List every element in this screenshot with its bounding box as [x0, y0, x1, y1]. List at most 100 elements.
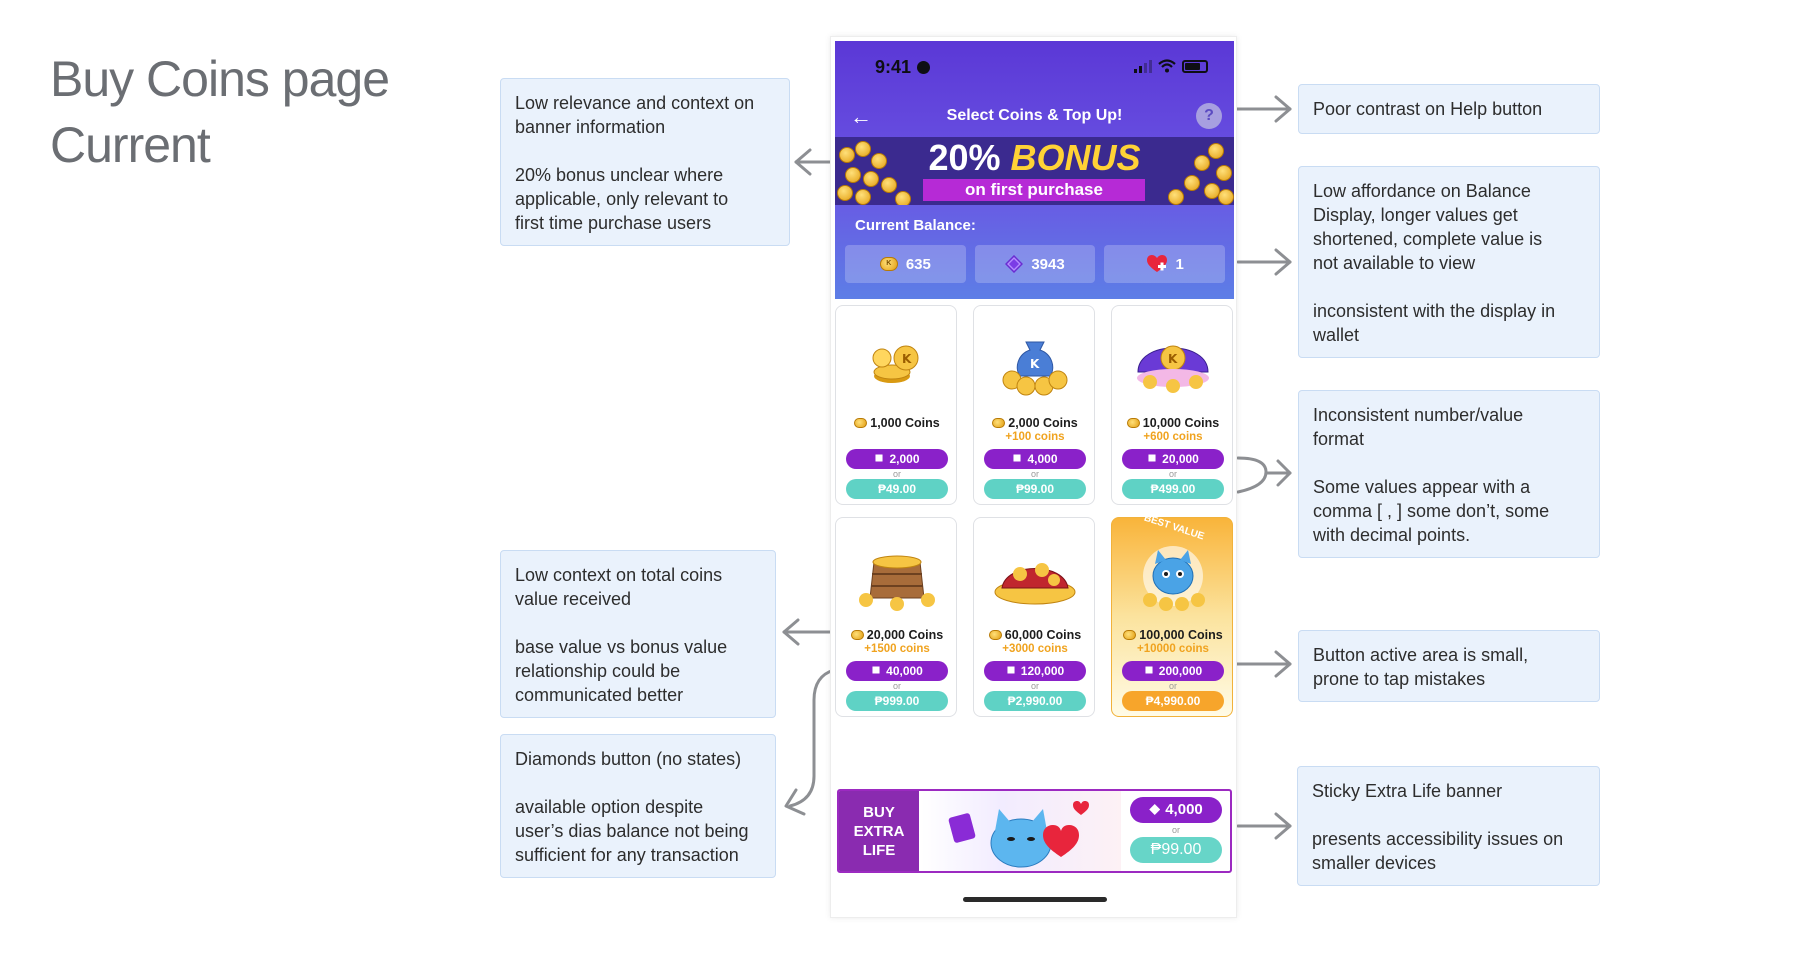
bonus-headline: 20% BONUS: [835, 137, 1234, 179]
pay-cash-button[interactable]: ₱99.00: [984, 479, 1086, 499]
note-balance: Low affordance on Balance Display, longe…: [1298, 166, 1600, 358]
note-format-heading: Inconsistent number/value format: [1313, 405, 1524, 449]
coin-pack-card[interactable]: K 10,000 Coins +600 coins 20,000 or ₱499…: [1111, 305, 1233, 505]
arrow-sticky: [1236, 812, 1292, 840]
coin-pack-card[interactable]: 60,000 Coins +3000 coins 120,000 or ₱2,9…: [973, 517, 1095, 717]
pack-coins-value: 100,000 Coins: [1139, 628, 1223, 642]
diamond-icon: [869, 663, 883, 677]
coin-icon: [854, 418, 868, 428]
note-tap: Button active area is small, prone to ta…: [1298, 630, 1600, 702]
note-balance-heading: Low affordance on Balance Display, longe…: [1313, 181, 1543, 273]
pack-bonus-label: +1500 coins: [864, 643, 930, 655]
or-separator: or: [1171, 825, 1180, 835]
note-balance-detail: inconsistent with the display in wallet: [1313, 301, 1556, 345]
pay-diamonds-button[interactable]: 20,000: [1122, 449, 1224, 469]
pay-diamonds-value: 20,000: [1162, 452, 1199, 466]
pay-diamonds-value: 120,000: [1020, 664, 1065, 678]
pay-diamonds-value: 200,000: [1158, 664, 1203, 678]
page-title-line-1: Buy Coins page: [50, 51, 390, 107]
coin-pack-card[interactable]: K 1,000 Coins 2,000 or ₱49.00: [835, 305, 957, 505]
extra-life-label: BUY EXTRA LIFE: [839, 791, 919, 871]
back-arrow-icon[interactable]: ←: [850, 104, 872, 129]
page-title: Buy Coins page Current: [50, 46, 390, 178]
note-diamonds: Diamonds button (no states) available op…: [500, 734, 776, 878]
pack-coins-value: 20,000 Coins: [866, 628, 944, 642]
coin-pack-card[interactable]: K 2,000 Coins +100 coins 4,000 or ₱99.00: [973, 305, 1095, 505]
diamond-icon: [1005, 255, 1024, 273]
pay-cash-button[interactable]: ₱49.00: [846, 479, 948, 499]
coin-icon: [988, 630, 1002, 640]
pay-cash-button[interactable]: ₱2,990.00: [984, 691, 1086, 711]
pay-diamonds-button[interactable]: 120,000: [984, 661, 1086, 681]
coin-icon: K: [879, 257, 898, 271]
balance-lives[interactable]: 1: [1104, 245, 1226, 283]
home-indicator: [963, 897, 1107, 902]
coin-bag-icon: K: [1002, 341, 1068, 396]
or-separator: or: [1030, 681, 1039, 691]
coin-icon: [992, 418, 1006, 428]
status-bar: 9:41: [835, 41, 1234, 81]
help-button[interactable]: ?: [1196, 103, 1222, 129]
extra-life-diamonds-value: 4,000: [1165, 801, 1203, 818]
diamond-icon: [1149, 804, 1161, 815]
pay-diamonds-button[interactable]: 200,000: [1122, 661, 1224, 681]
note-banner: Low relevance and context on banner info…: [500, 78, 790, 246]
pack-coins-label: 2,000 Coins: [974, 416, 1096, 430]
pay-diamonds-value: 2,000: [889, 452, 920, 466]
extra-life-banner: BUY EXTRA LIFE 4,000 or ₱99.00: [837, 789, 1232, 873]
nav-bar: ← Select Coins & Top Up! ?: [835, 97, 1234, 137]
pay-cash-button[interactable]: ₱999.00: [846, 691, 948, 711]
svg-text:K: K: [902, 352, 912, 366]
pack-bonus-label: +3000 coins: [1002, 643, 1068, 655]
or-separator: or: [892, 469, 901, 479]
coin-shell-icon: K: [1137, 345, 1209, 393]
pack-coins-value: 1,000 Coins: [870, 416, 940, 430]
pay-diamonds-value: 40,000: [886, 664, 923, 678]
heart-plus-icon: [1146, 255, 1167, 272]
note-banner-detail: 20% bonus unclear where applicable, only…: [515, 165, 729, 233]
pack-coins-label: 1,000 Coins: [836, 416, 958, 430]
arrow-balance: [1236, 248, 1292, 276]
extra-life-diamonds-button[interactable]: 4,000: [1130, 797, 1222, 823]
arrow-total: [782, 618, 838, 646]
bonus-subtitle: on first purchase: [923, 179, 1145, 201]
pay-cash-button[interactable]: ₱4,990.00: [1122, 691, 1224, 711]
pack-coins-label: 100,000 Coins: [1112, 628, 1234, 642]
coin-pack-card-best-value[interactable]: BEST VALUE 100,000 Coins +10000 coins 20…: [1111, 513, 1234, 717]
pay-diamonds-button[interactable]: 40,000: [846, 661, 948, 681]
nav-title: Select Coins & Top Up!: [946, 107, 1123, 124]
note-tap-heading: Button active area is small, prone to ta…: [1313, 645, 1529, 689]
diamond-icon: [1142, 663, 1156, 677]
svg-text:K: K: [1168, 352, 1178, 366]
extra-life-cash-button[interactable]: ₱99.00: [1130, 837, 1222, 863]
coin-icon: [850, 630, 864, 640]
balance-coins[interactable]: K 635: [845, 245, 966, 283]
pay-diamonds-button[interactable]: 4,000: [984, 449, 1086, 469]
pay-diamonds-value: 4,000: [1027, 452, 1058, 466]
note-format: Inconsistent number/value format Some va…: [1298, 390, 1600, 558]
pay-cash-button[interactable]: ₱499.00: [1122, 479, 1224, 499]
pack-coins-label: 20,000 Coins: [836, 628, 958, 642]
balance-diamonds[interactable]: 3943: [974, 245, 1096, 283]
status-time: 9:41: [875, 57, 912, 77]
or-separator: or: [892, 681, 901, 691]
pack-coins-value: 60,000 Coins: [1004, 628, 1082, 642]
note-total: Low context on total coins value receive…: [500, 550, 776, 718]
balance-lives-value: 1: [1175, 255, 1184, 273]
coin-barrel-icon: [859, 555, 935, 611]
coin-pile-right-icon: [1154, 137, 1234, 205]
bonus-percent: 20%: [928, 137, 1001, 178]
phone-screen: 9:41 ← Select Coins & Top Up! ?: [830, 36, 1237, 918]
note-help: Poor contrast on Help button: [1298, 84, 1600, 134]
pay-diamonds-button[interactable]: 2,000: [846, 449, 948, 469]
note-sticky: Sticky Extra Life banner presents access…: [1297, 766, 1600, 886]
note-format-detail: Some values appear with a comma [ , ] so…: [1313, 477, 1550, 545]
diamond-icon: [1010, 451, 1024, 465]
pack-coins-value: 10,000 Coins: [1142, 416, 1220, 430]
balance-coins-value: 635: [905, 255, 931, 273]
coin-pack-card[interactable]: 20,000 Coins +1500 coins 40,000 or ₱999.…: [835, 517, 957, 717]
or-separator: or: [1168, 681, 1177, 691]
note-banner-heading: Low relevance and context on banner info…: [515, 93, 755, 137]
pack-coins-value: 2,000 Coins: [1008, 416, 1078, 430]
note-total-heading: Low context on total coins value receive…: [515, 565, 723, 609]
